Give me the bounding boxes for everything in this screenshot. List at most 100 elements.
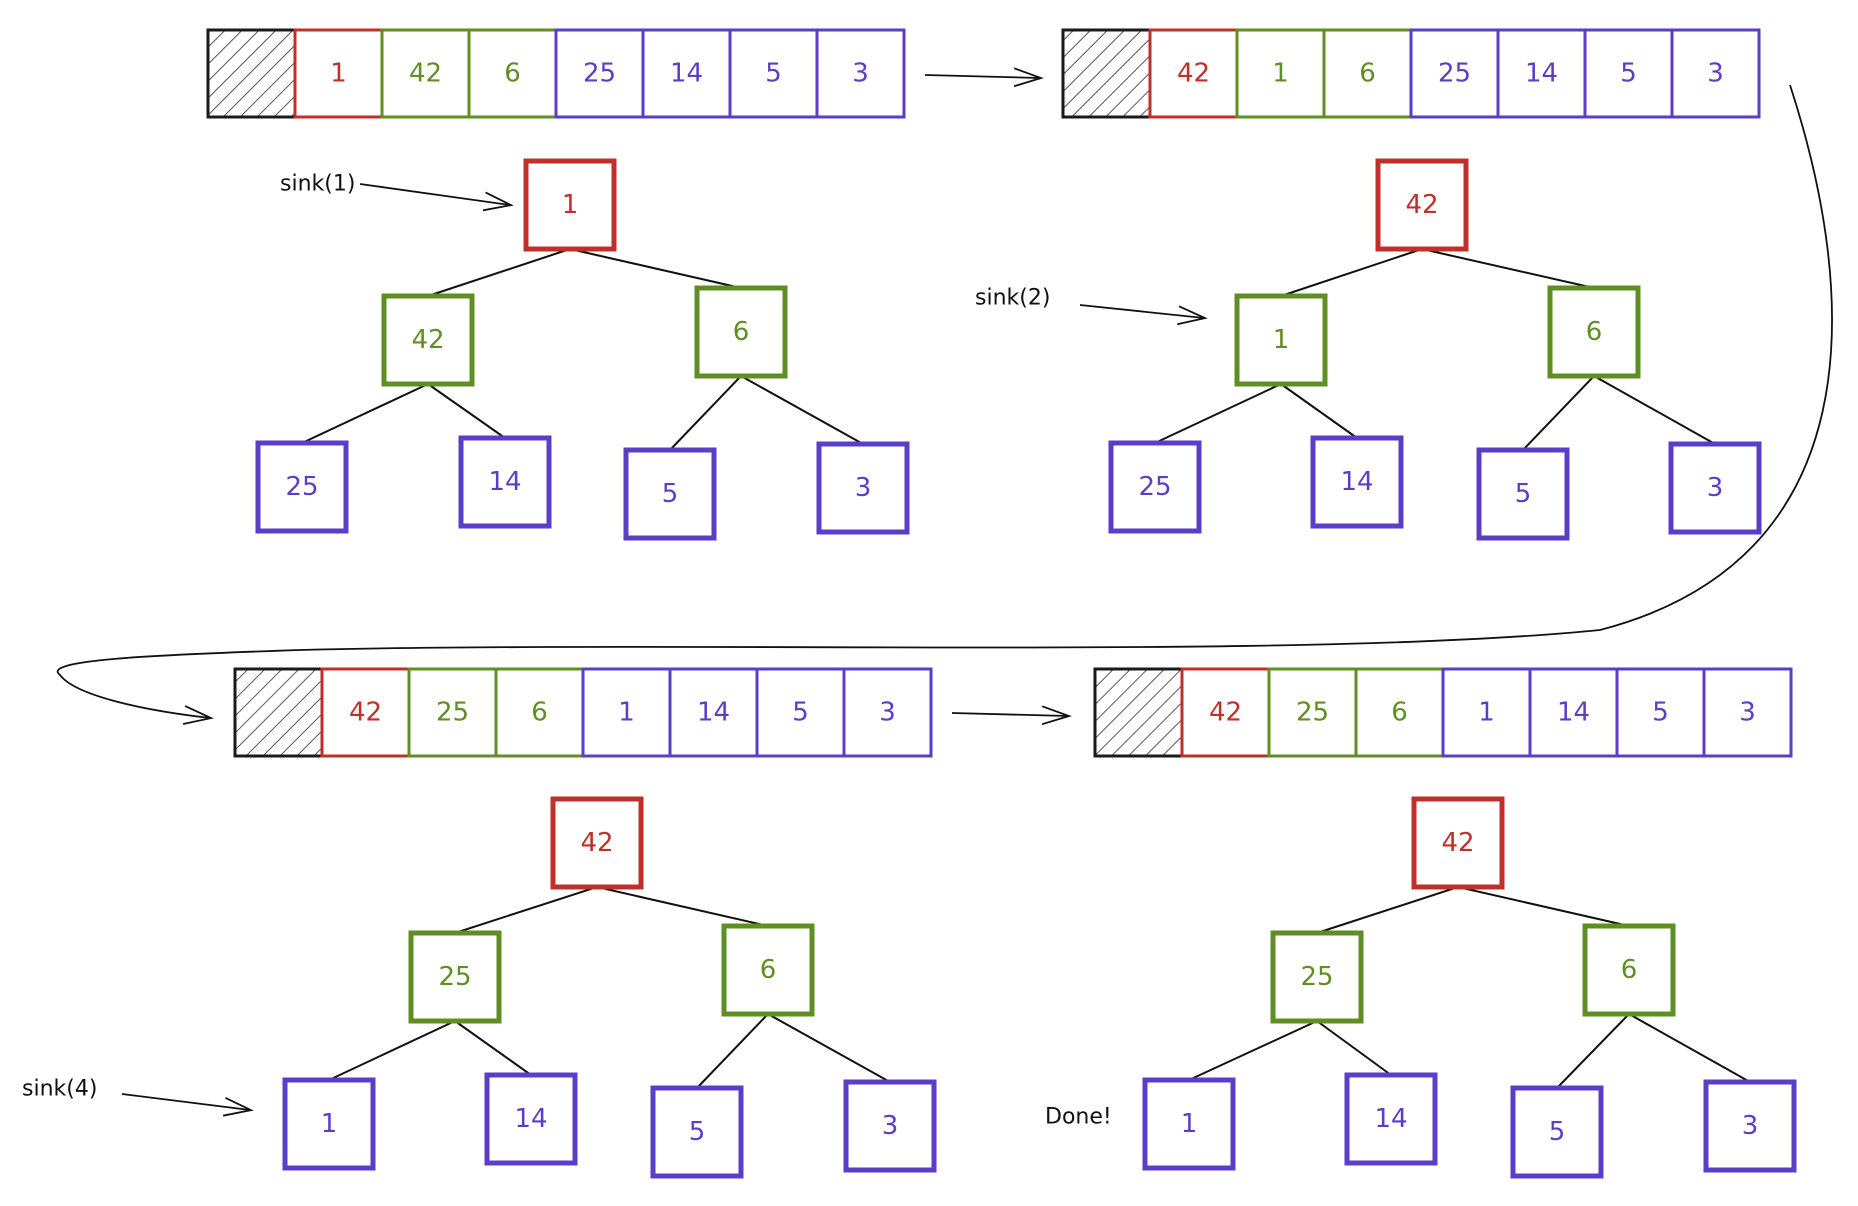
panels-layer: 1 42 6 25 14 5 3 1 42 6 25 14 5 3 sink(1) 42 1 6 25 14 5 3 42 1… [22,28,1797,1179]
tree-node-value: 6 [733,317,750,347]
array-cell [668,667,759,758]
array-cell-value: 3 [852,59,869,89]
tree-node [550,796,644,890]
annotation-arrow [359,183,510,205]
tree-node [843,1079,937,1173]
array-cell-value: 25 [436,698,469,728]
array-cell-value: 14 [1525,59,1558,89]
array-cell-value: 14 [670,59,703,89]
tree-edge [1280,248,1423,297]
tree-edges [1188,886,1751,1089]
tree-edge [1556,1013,1630,1089]
annotation-text: sink(1) [280,172,355,197]
tree-node [1411,796,1505,890]
array-cell-value: 5 [1620,59,1637,89]
tree-node-value: 25 [1138,472,1171,502]
array-cell-value: 42 [409,59,442,89]
array-cell-value: 1 [330,59,347,89]
tree-edge [1188,1020,1318,1081]
tree-node-value: 42 [580,828,613,858]
annotation-text: Done! [1045,1105,1112,1130]
array-cell [728,28,819,119]
tree-node-value: 3 [1707,473,1724,503]
tree-node-value: 3 [855,473,872,503]
array-cell [1670,28,1761,119]
tree-edge [669,375,742,451]
array-cell [1354,667,1445,758]
tree-edges [1154,248,1716,451]
array-cell [1267,667,1358,758]
tree-edge [596,886,769,927]
array-cell-value: 3 [1707,59,1724,89]
tree-node-value: 42 [1441,828,1474,858]
array-cell [1528,667,1619,758]
tree-edge [1421,248,1595,289]
array-cell [1235,28,1326,119]
tree-edge [696,1013,769,1089]
array-cell [1322,28,1413,119]
array-cell-value: 5 [1652,698,1669,728]
array-cell [1409,28,1500,119]
tree-node [1142,1077,1236,1171]
annotation-arrow [121,1093,250,1110]
tree-node [458,435,552,529]
tree-node [255,440,349,534]
tree-node [1510,1085,1604,1179]
array-cell-value: 3 [879,698,896,728]
array-cell-value: 25 [1438,59,1471,89]
tree-node [1344,1072,1438,1166]
tree-edge [1280,383,1358,439]
tree-edge [1316,886,1459,934]
tree-edge [1522,375,1595,451]
tree-node-value: 25 [438,962,471,992]
tree-edge [569,248,742,289]
tree-node-value: 1 [1273,325,1290,355]
array-cell-value: 6 [504,59,521,89]
tree-node [1310,435,1404,529]
array-cell-value: 6 [531,698,548,728]
sink-annotation: sink(2) [975,286,1204,319]
flow-arrow [951,713,1068,716]
array-cell-value: 14 [1557,698,1590,728]
tree-edge [740,375,864,445]
tree-node [1668,441,1762,535]
array-cell [293,28,384,119]
tree-edge [1628,1013,1751,1083]
tree-node-value: 1 [1181,1109,1198,1139]
array-cell-value: 6 [1359,59,1376,89]
tree-node [523,158,617,252]
tree-node-value: 1 [562,190,579,220]
tree-edges [301,248,864,451]
tree-node-value: 6 [1586,317,1603,347]
tree-node-value: 42 [411,325,444,355]
flow-arrow [924,75,1040,78]
tree-node-value: 5 [689,1117,706,1147]
tree-node [816,441,910,535]
tree-node-value: 3 [882,1111,899,1141]
array-cell [1702,667,1793,758]
array-cell [1441,667,1532,758]
array-cell [581,667,672,758]
tree-edge [454,886,598,934]
flow-curve-arrow [56,84,1833,718]
tree-edge [427,383,506,439]
array-cell-value: 6 [1391,698,1408,728]
tree-edge [1154,383,1282,444]
tree-edges [328,886,891,1089]
array-cell-value: 42 [1209,698,1242,728]
tree-node-value: 25 [285,472,318,502]
tree-node [1582,923,1676,1017]
array-cell [380,28,471,119]
array-cell [1180,667,1271,758]
array-cell-value: 1 [618,698,635,728]
array-cell [815,28,906,119]
tree-edge [1316,1020,1392,1076]
